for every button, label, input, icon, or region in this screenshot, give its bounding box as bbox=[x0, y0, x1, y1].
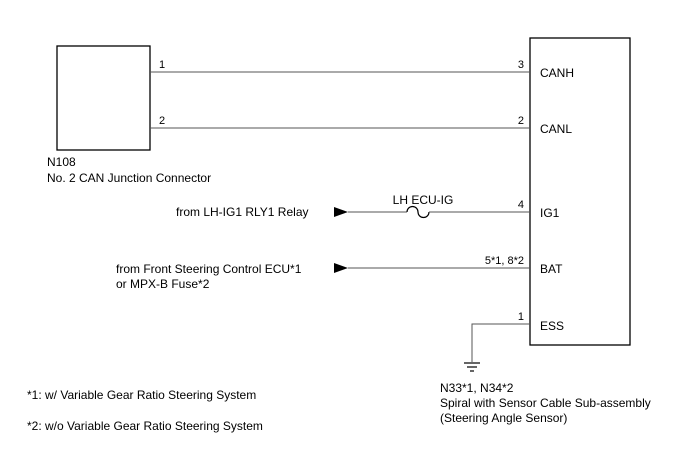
junction-pin-canl: 2 bbox=[159, 115, 165, 127]
footnote-1: *1: w/ Variable Gear Ratio Steering Syst… bbox=[27, 388, 256, 402]
sensor-pin-canl: 2 bbox=[518, 115, 524, 127]
junction-connector-name: No. 2 CAN Junction Connector bbox=[47, 171, 211, 185]
footnote-2: *2: w/o Variable Gear Ratio Steering Sys… bbox=[27, 419, 263, 433]
terminal-canl: CANL bbox=[540, 122, 572, 136]
sensor-pin-bat: 5*1, 8*2 bbox=[485, 255, 524, 267]
junction-pin-canh: 1 bbox=[159, 59, 165, 71]
terminal-ess: ESS bbox=[540, 319, 564, 333]
sensor-pin-ig1: 4 bbox=[518, 199, 524, 211]
fuse-label: LH ECU-IG bbox=[393, 193, 454, 207]
sensor-name-line1: Spiral with Sensor Cable Sub-assembly bbox=[440, 396, 651, 410]
junction-connector-box bbox=[56, 45, 151, 151]
ig1-arrow-icon bbox=[334, 207, 348, 217]
ess-wire bbox=[471, 323, 530, 362]
bat-source-label-line1: from Front Steering Control ECU*1 bbox=[116, 262, 302, 276]
sensor-name-line2: (Steering Angle Sensor) bbox=[440, 411, 567, 425]
terminal-bat: BAT bbox=[540, 262, 563, 276]
terminal-ig1: IG1 bbox=[540, 206, 560, 220]
ground-icon bbox=[464, 362, 480, 372]
junction-connector-code: N108 bbox=[47, 155, 76, 169]
sensor-code: N33*1, N34*2 bbox=[440, 381, 514, 395]
fuse-icon bbox=[406, 205, 430, 219]
sensor-pin-canh: 3 bbox=[518, 59, 524, 71]
terminal-canh: CANH bbox=[540, 66, 574, 80]
sensor-pin-ess: 1 bbox=[518, 311, 524, 323]
steering-sensor-box bbox=[529, 37, 631, 346]
ig1-source-label: from LH-IG1 RLY1 Relay bbox=[176, 205, 309, 219]
bat-source-label-line2: or MPX-B Fuse*2 bbox=[116, 277, 210, 291]
bat-arrow-icon bbox=[334, 263, 348, 273]
